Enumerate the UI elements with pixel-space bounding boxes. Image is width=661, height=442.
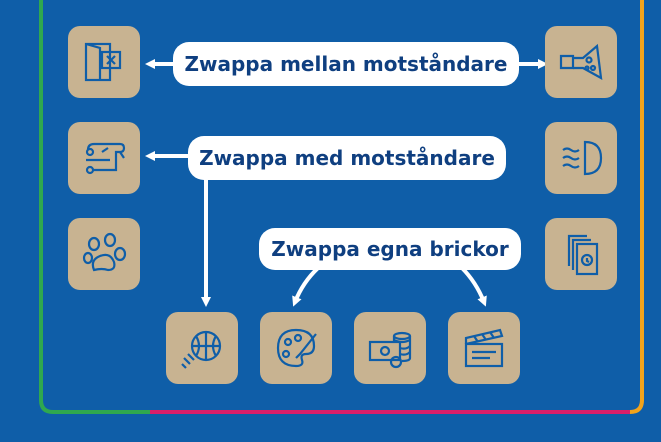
arrow-clapper: [460, 266, 487, 307]
scroll-icon: [85, 142, 126, 175]
label-swap-between-opponents: Zwappa mellan motståndare: [173, 42, 519, 86]
arrow-palette: [292, 266, 320, 307]
tile-headlight: [545, 122, 617, 194]
basketball-icon: [181, 330, 222, 369]
tile-box: [68, 26, 140, 98]
tile-paw: [68, 218, 140, 290]
label-swap-with-opponent: Zwappa med motståndare: [188, 136, 506, 180]
paw-icon: [82, 232, 127, 272]
palette-icon: [276, 328, 317, 368]
money-icon: [368, 331, 412, 369]
tile-palette: [260, 312, 332, 384]
tile-scroll: [68, 122, 140, 194]
tile-cards: [545, 218, 617, 290]
tile-basketball: [166, 312, 238, 384]
flask-icon: [559, 43, 603, 81]
cards-icon: [567, 234, 599, 276]
clapperboard-icon: [464, 328, 504, 368]
tile-money: [354, 312, 426, 384]
headlight-icon: [562, 140, 603, 176]
label-swap-own-tiles: Zwappa egna brickor: [259, 228, 521, 270]
tile-clapperboard: [448, 312, 520, 384]
tile-flask: [545, 26, 617, 98]
box-icon: [84, 42, 122, 82]
